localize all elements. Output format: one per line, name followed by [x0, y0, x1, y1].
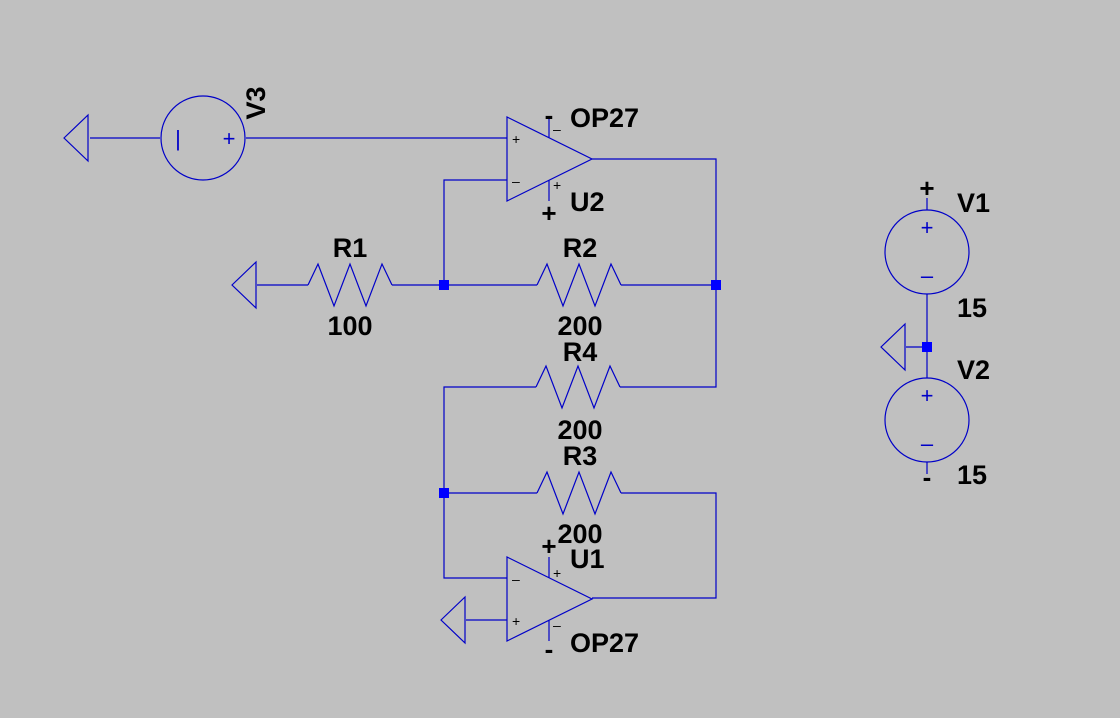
pin-supply-plus-sign: + [553, 565, 561, 581]
supply-minus-marker: - [545, 634, 554, 664]
junctions [439, 280, 932, 498]
r2-value-label: 200 [557, 311, 602, 341]
v3-label: V3 [241, 86, 271, 119]
wires [90, 137, 928, 621]
supply-minus-marker: - [923, 462, 932, 492]
supply-plus-marker: + [919, 173, 934, 203]
wire-u1-out-loop[interactable] [592, 492, 717, 599]
supply-minus-marker: - [545, 100, 554, 130]
voltage-source-v2[interactable]: + – - V2 15 [884, 355, 990, 492]
v1-name-label: V1 [957, 188, 990, 218]
source-body [884, 209, 970, 295]
resistor-r2[interactable]: R2 200 [536, 233, 622, 341]
resistor-zigzag [535, 364, 621, 410]
resistor-r3[interactable]: R3 200 [536, 441, 622, 549]
wire-u2-out[interactable] [592, 158, 717, 388]
wire-u2-minus-feedback[interactable] [443, 179, 507, 285]
r3-name-label: R3 [563, 441, 598, 471]
pin-supply-plus-sign: + [553, 177, 561, 193]
u2-model-label: OP27 [570, 103, 639, 133]
junction-dot [439, 488, 449, 498]
resistor-zigzag [536, 470, 622, 516]
v1-value-label: 15 [957, 293, 987, 323]
source-plus-sign: + [223, 126, 236, 151]
resistor-zigzag [307, 262, 393, 308]
ground-icon[interactable] [880, 322, 906, 372]
pin-supply-minus-sign: – [553, 617, 561, 633]
ground-icon[interactable] [440, 595, 466, 645]
ground-icon[interactable] [63, 113, 89, 163]
v2-value-label: 15 [957, 460, 987, 490]
resistor-zigzag [536, 262, 622, 308]
resistor-r4[interactable]: R4 200 [535, 337, 621, 445]
voltage-source-v1[interactable]: + – + V1 15 [884, 173, 990, 323]
source-body [160, 95, 246, 181]
source-minus-sign: – [921, 263, 934, 288]
pin-minus-sign: – [512, 173, 520, 189]
pin-plus-sign: + [512, 613, 520, 629]
opamp-u2[interactable]: + – – + - + OP27 U2 [506, 100, 639, 228]
source-minus-sign: | [175, 126, 181, 151]
u1-name-label: U1 [570, 544, 605, 574]
ground-symbols [63, 113, 906, 645]
wire-r4-left-node[interactable] [443, 386, 536, 579]
source-minus-sign: – [921, 431, 934, 456]
v2-name-label: V2 [957, 355, 990, 385]
junction-dot [711, 280, 721, 290]
r3-value-label: 200 [557, 519, 602, 549]
ground-icon[interactable] [231, 260, 257, 310]
u1-model-label: OP27 [570, 628, 639, 658]
u2-name-label: U2 [570, 187, 605, 217]
pin-supply-minus-sign: – [553, 121, 561, 137]
resistor-r1[interactable]: R1 100 [307, 233, 393, 341]
supply-plus-marker: + [541, 198, 556, 228]
r1-name-label: R1 [333, 233, 368, 263]
supply-plus-marker: + [541, 531, 556, 561]
source-plus-sign: + [921, 383, 934, 408]
source-plus-sign: + [921, 215, 934, 240]
junction-dot [922, 342, 932, 352]
pin-minus-sign: – [512, 571, 520, 587]
opamp-u1[interactable]: – + + – + - U1 OP27 [506, 531, 639, 664]
pin-plus-sign: + [512, 131, 520, 147]
r4-value-label: 200 [557, 415, 602, 445]
r4-name-label: R4 [563, 337, 598, 367]
voltage-source-v3[interactable]: | + V3 [160, 86, 271, 181]
junction-dot [439, 280, 449, 290]
r2-name-label: R2 [563, 233, 598, 263]
r1-value-label: 100 [327, 311, 372, 341]
